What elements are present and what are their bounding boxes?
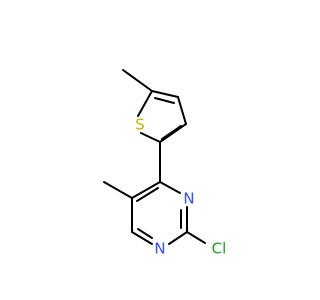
bond-c2-s [140,132,161,143]
bond-c4-c3 [177,96,187,125]
bond-chloro [186,231,206,244]
bond-c4-c5-pyr [131,181,161,199]
bond-c4-c5-double [136,187,159,202]
atom-label-layer: S N N Cl [135,116,226,258]
atom-chlorine: Cl [212,240,227,258]
bond-n1-c2-pyr [168,231,188,245]
bond-c5-c4-double [154,97,175,104]
bond-methyl-thiophene [122,69,153,92]
atom-nitrogen-3: N [183,190,194,208]
bond-c6-n1-double [137,228,153,239]
atom-sulfur: S [135,116,145,134]
bond-c6-n1-pyr [131,231,153,245]
bond-methyl-pyrimidine [103,181,133,199]
bond-c3-c2-double [161,125,182,140]
bond-n3-c4-pyr [159,181,181,194]
atom-nitrogen-1: N [154,240,165,258]
bond-c5-c4 [151,90,179,98]
molecule-structure: S N N Cl [103,69,226,258]
bond-c3-c2 [159,123,187,143]
bond-s-c5 [137,90,153,117]
bond-layer [103,69,206,245]
